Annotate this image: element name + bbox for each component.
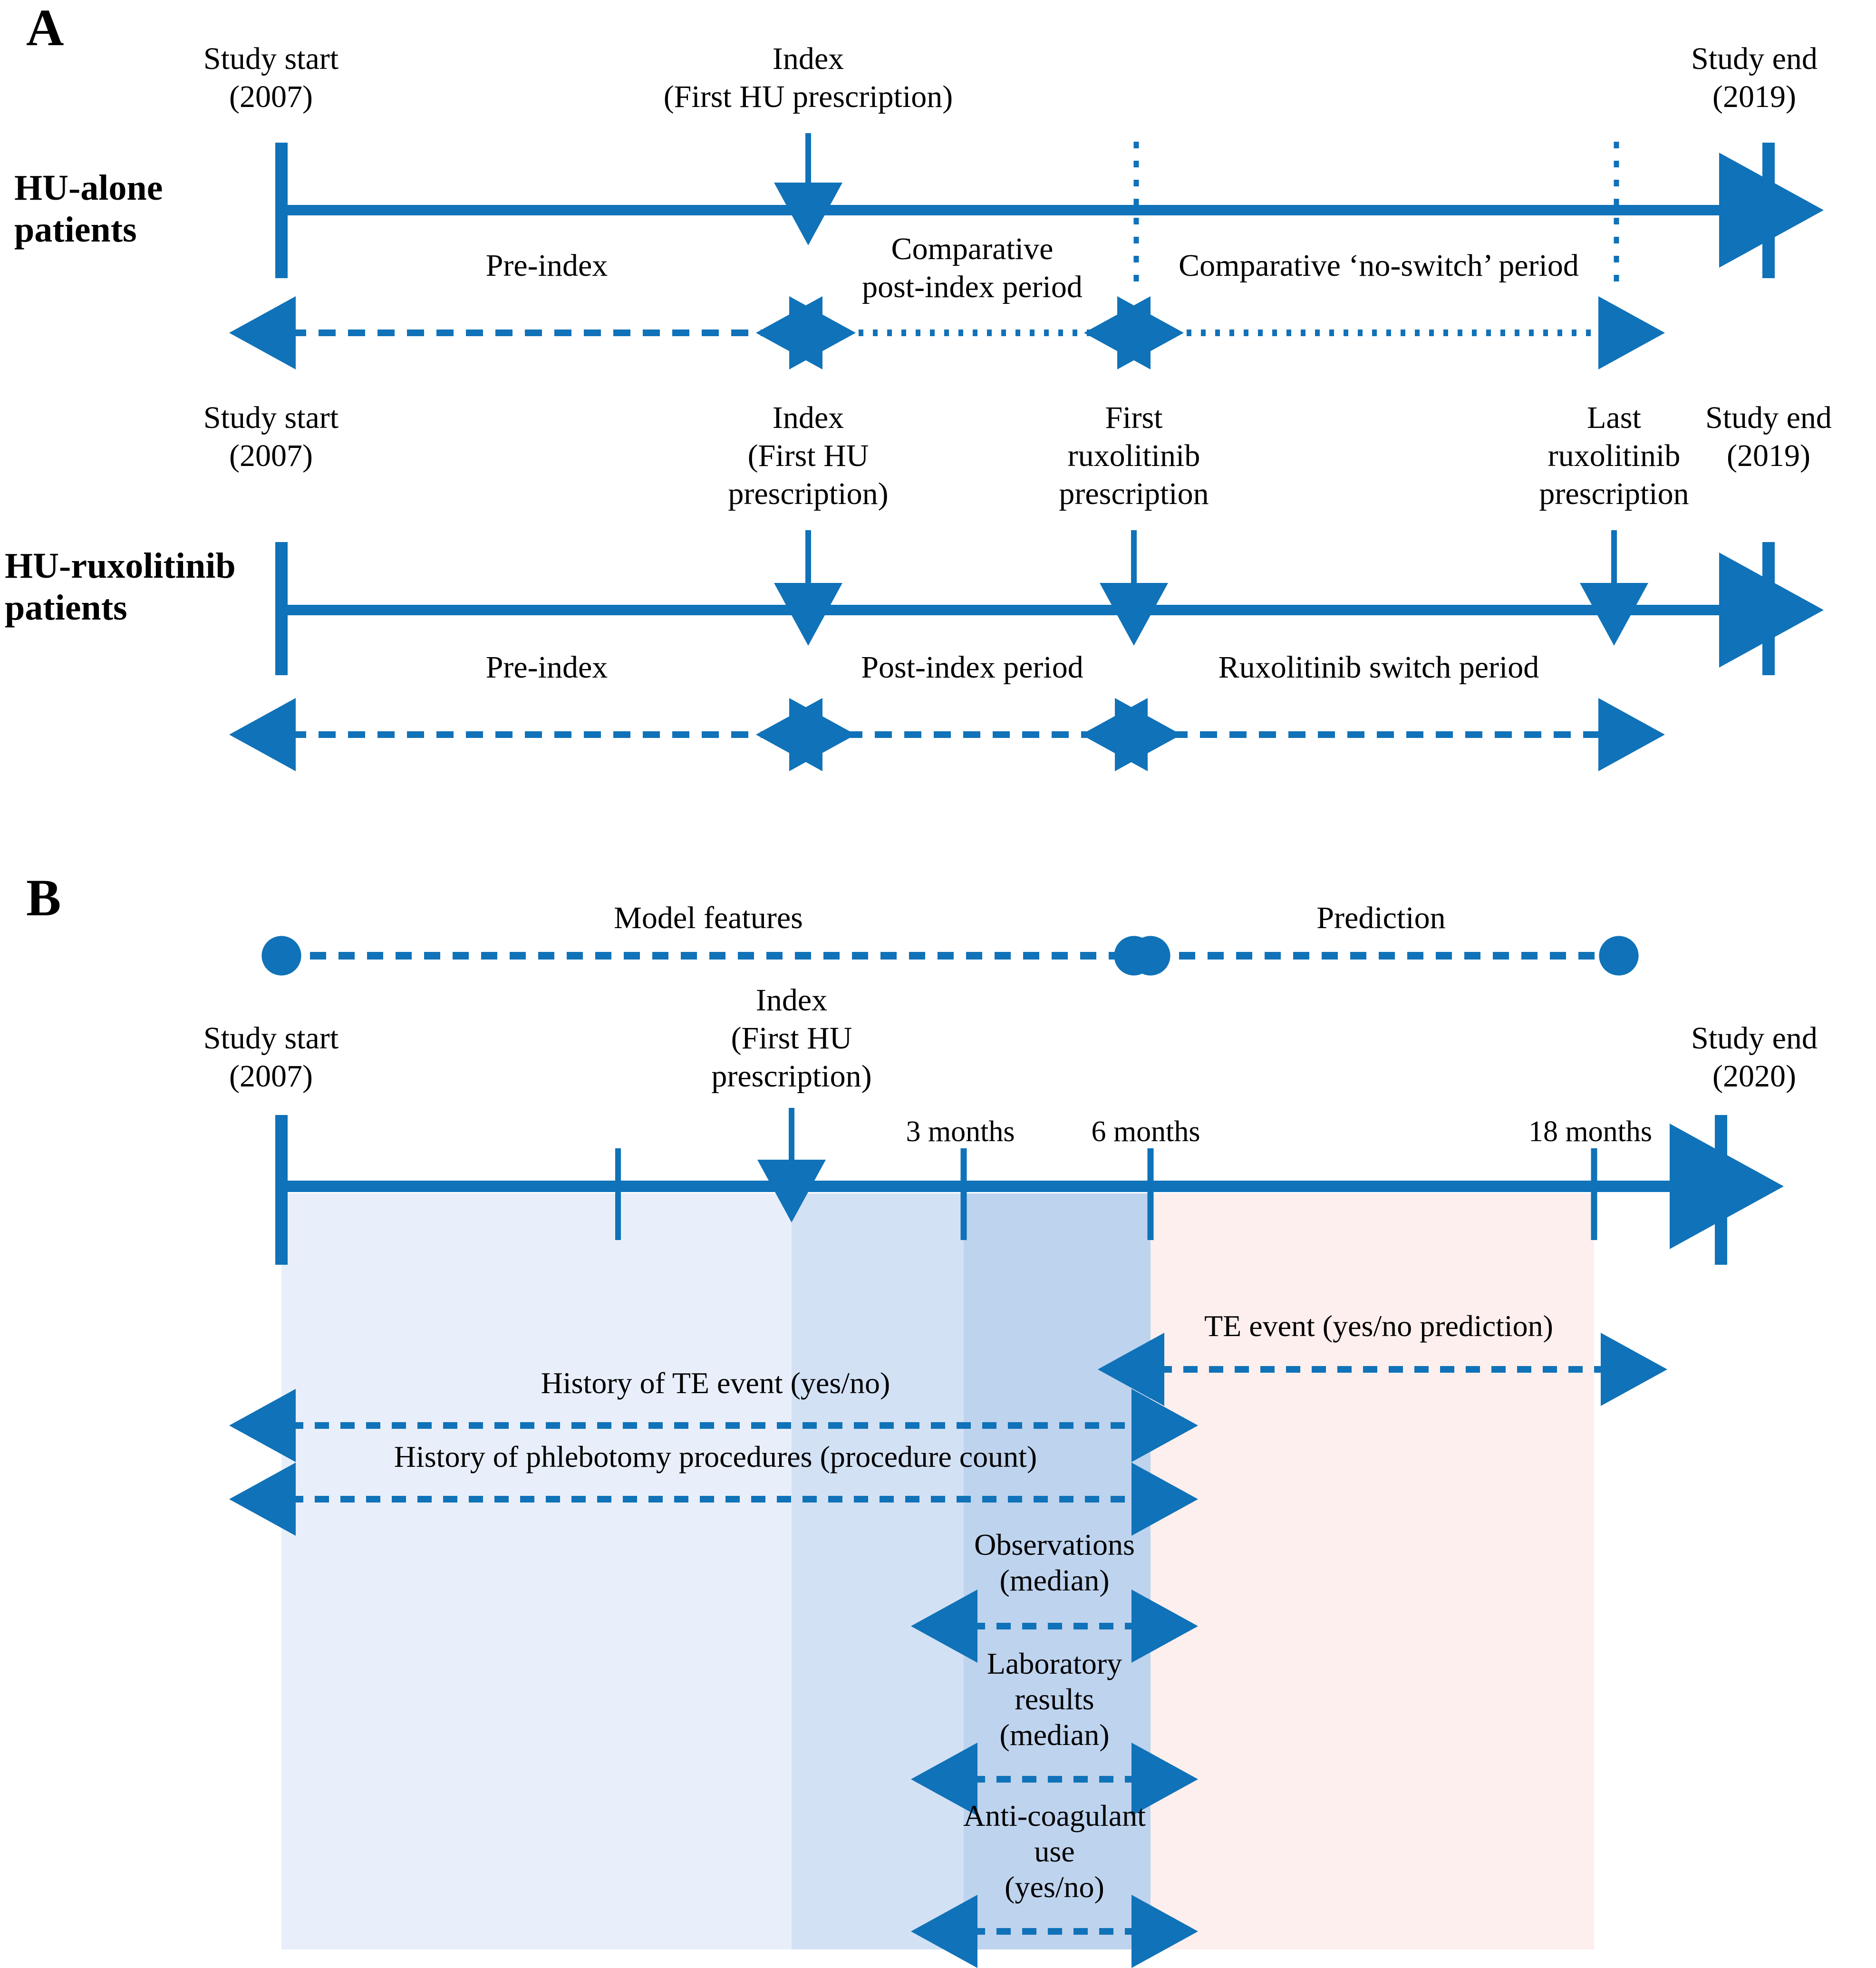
row-label-hu-alone-line1: HU-alone — [14, 168, 163, 208]
a1-period-postindex-label-line1: Comparative — [891, 232, 1054, 266]
b-tick-label-3-months: 3 months — [906, 1115, 1015, 1148]
b-feature-anticoag-line1: Anti-coagulant — [963, 1799, 1146, 1832]
a2-index-line2: (First HU — [748, 438, 869, 473]
row-label-hu-rux-line2: patients — [5, 588, 127, 628]
b-feature-anticoag-line3: (yes/no) — [1005, 1870, 1104, 1904]
b-study-end-line1: Study end — [1691, 1021, 1818, 1056]
a1-index-line1: Index — [773, 41, 844, 76]
b-index-line2: (First HU — [731, 1021, 852, 1056]
a2-first-rux-line2: ruxolitinib — [1068, 438, 1200, 473]
a1-study-end-line1: Study end — [1691, 41, 1818, 76]
a1-study-end-line2: (2019) — [1712, 79, 1796, 114]
a2-last-rux-line3: prescription — [1539, 476, 1689, 511]
a2-study-start-line2: (2007) — [229, 438, 313, 473]
b-feature-observations-line1: Observations — [974, 1528, 1135, 1561]
row-label-hu-alone-line2: patients — [14, 210, 137, 250]
b-study-start-line2: (2007) — [229, 1059, 313, 1094]
b-band-preindex — [281, 1193, 792, 1949]
b-index-line3: prescription) — [711, 1059, 871, 1094]
b-tick-label-18-months: 18 months — [1528, 1115, 1652, 1148]
b-feature-anticoag-line2: use — [1034, 1834, 1074, 1868]
a1-study-start-line1: Study start — [203, 41, 338, 76]
a2-study-end-line1: Study end — [1705, 400, 1832, 435]
a2-index-line3: prescription) — [728, 476, 888, 511]
a2-study-start-line1: Study start — [203, 400, 338, 435]
b-feature-history-te-label: History of TE event (yes/no) — [541, 1366, 890, 1400]
a1-period-postindex-label-line2: post-index period — [862, 270, 1083, 304]
row-label-hu-rux-line1: HU-ruxolitinib — [5, 546, 236, 586]
a1-study-start-line2: (2007) — [229, 79, 313, 114]
a2-first-rux-line3: prescription — [1059, 476, 1209, 511]
a2-first-rux-line1: First — [1105, 400, 1162, 435]
a2-last-rux-line2: ruxolitinib — [1548, 438, 1681, 473]
b-feature-lab-line3: (median) — [1000, 1718, 1110, 1752]
b-band-3-6-months — [964, 1193, 1151, 1949]
b-study-start-line1: Study start — [203, 1021, 338, 1056]
a1-period-preindex-label: Pre-index — [486, 248, 608, 283]
a2-index-line1: Index — [773, 400, 844, 435]
a2-period-postindex-label: Post-index period — [861, 650, 1083, 685]
b-feature-history-phleb-label: History of phlebotomy procedures (proced… — [394, 1440, 1037, 1474]
a2-study-end-line2: (2019) — [1727, 438, 1810, 473]
b-header-model-features: Model features — [614, 901, 803, 935]
a2-last-rux-line1: Last — [1587, 400, 1641, 435]
panel-b-letter: B — [26, 869, 61, 927]
a2-period-preindex-label: Pre-index — [486, 650, 608, 685]
b-feature-lab-line1: Laboratory — [987, 1647, 1122, 1680]
b-band-0-3-months — [792, 1193, 964, 1949]
b-study-end-line2: (2020) — [1712, 1059, 1796, 1094]
b-feature-te-prediction-label: TE event (yes/no prediction) — [1204, 1309, 1553, 1343]
b-index-line1: Index — [756, 983, 827, 1018]
b-feature-lab-line2: results — [1015, 1682, 1094, 1716]
b-band-prediction-window — [1151, 1193, 1594, 1949]
a1-index-line2: (First HU prescription) — [664, 79, 953, 114]
b-feature-observations-line2: (median) — [1000, 1563, 1110, 1597]
b-header-prediction: Prediction — [1316, 901, 1445, 935]
b-tick-label-6-months: 6 months — [1091, 1115, 1200, 1148]
panel-a-letter: A — [26, 0, 64, 57]
a2-period-switch-label: Ruxolitinib switch period — [1218, 650, 1539, 685]
a1-period-noswitch-label: Comparative ‘no-switch’ period — [1179, 248, 1579, 283]
